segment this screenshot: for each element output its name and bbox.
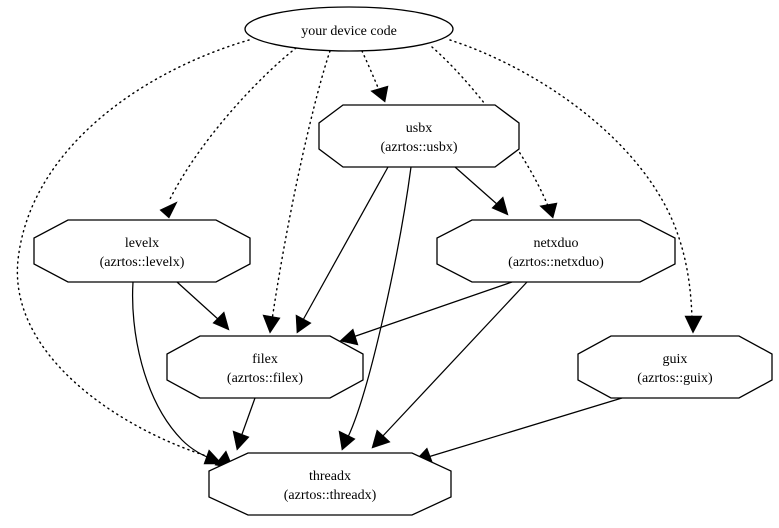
- node-shape-filex: [166, 335, 364, 399]
- node-label-levelx-line2: (azrtos::levelx): [100, 255, 185, 270]
- node-threadx[interactable]: threadx (azrtos::threadx): [208, 452, 452, 516]
- node-label-threadx-line2: (azrtos::threadx): [284, 488, 377, 503]
- node-label-guix-line2: (azrtos::guix): [637, 371, 713, 386]
- node-label-guix-line1: guix: [663, 352, 688, 367]
- edge-netxduo-to-filex: [339, 281, 513, 346]
- node-label-filex-line1: filex: [252, 352, 278, 367]
- node-shape-device: [244, 6, 454, 52]
- node-label-netxduo-line1: netxduo: [533, 236, 578, 251]
- node-your-device-code[interactable]: your device code: [244, 6, 454, 52]
- node-label-netxduo-line2: (azrtos::netxduo): [508, 255, 604, 270]
- node-label-device-line1: your device code: [301, 24, 397, 39]
- edge-device-to-filex: [262, 50, 331, 334]
- node-label-filex-line2: (azrtos::filex): [227, 371, 304, 386]
- edge-device-to-levelx: [159, 47, 297, 219]
- node-label-usbx-line1: usbx: [406, 121, 432, 136]
- edge-usbx-to-threadx: [338, 166, 412, 451]
- edge-usbx-to-netxduo: [454, 166, 509, 216]
- node-shape-guix: [577, 335, 773, 399]
- node-shape-levelx: [33, 219, 251, 283]
- node-shape-threadx: [208, 452, 452, 516]
- node-layer: your device code usbx (azrtos::usbx) lev…: [33, 6, 773, 516]
- edge-usbx-to-filex: [295, 166, 389, 334]
- node-label-threadx-line1: threadx: [309, 469, 351, 484]
- node-netxduo[interactable]: netxduo (azrtos::netxduo): [436, 219, 676, 283]
- edge-device-to-guix: [449, 39, 703, 334]
- node-levelx[interactable]: levelx (azrtos::levelx): [33, 219, 251, 283]
- node-filex[interactable]: filex (azrtos::filex): [166, 335, 364, 399]
- edge-filex-to-threadx: [232, 397, 256, 451]
- edge-guix-to-threadx: [414, 397, 623, 465]
- edge-netxduo-to-threadx: [371, 281, 528, 449]
- node-shape-usbx: [318, 104, 520, 168]
- node-label-levelx-line1: levelx: [125, 236, 159, 251]
- node-label-usbx-line2: (azrtos::usbx): [381, 140, 458, 155]
- edge-device-to-usbx: [361, 50, 389, 103]
- node-usbx[interactable]: usbx (azrtos::usbx): [318, 104, 520, 168]
- edge-levelx-to-filex: [176, 281, 230, 331]
- node-guix[interactable]: guix (azrtos::guix): [577, 335, 773, 399]
- node-shape-netxduo: [436, 219, 676, 283]
